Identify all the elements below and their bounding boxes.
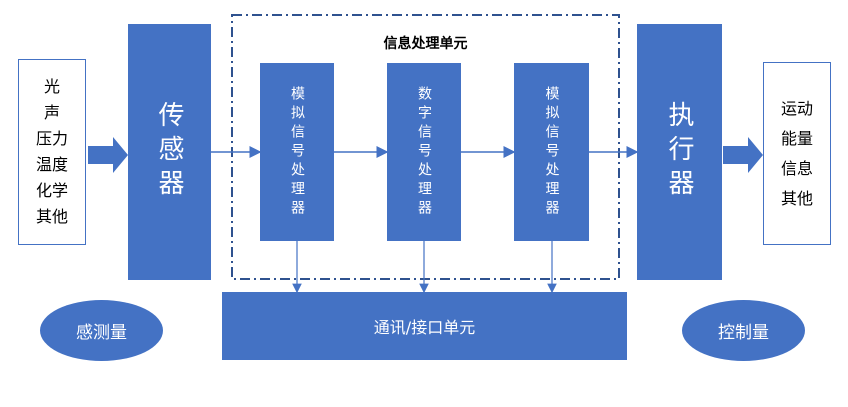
digital-processor: 数字信号处理器 <box>387 63 461 241</box>
info-unit-dashed-frame <box>231 14 620 280</box>
actuator-label: 执行器 <box>664 101 694 203</box>
sensed-quantity-label: 感测量 <box>76 323 127 343</box>
analog-processor-1: 模拟信号处理器 <box>260 63 334 241</box>
control-quantity-label: 控制量 <box>718 323 769 343</box>
actuator-block: 执行器 <box>637 24 722 280</box>
output-line-4: 其他 <box>780 188 813 208</box>
inputs-box: 光 声 压力 温度 化学 其他 <box>18 59 86 245</box>
input-arrow <box>88 137 128 173</box>
analog-processor-2: 模拟信号处理器 <box>514 63 589 241</box>
comm-interface-unit: 通讯/接口单元 <box>222 292 627 360</box>
input-line-2: 声 <box>43 103 60 122</box>
output-line-3: 信息 <box>780 158 813 178</box>
output-arrow <box>723 137 763 173</box>
input-line-4: 温度 <box>35 155 68 174</box>
processor-3-label: 模拟信号处理器 <box>543 85 560 219</box>
sensor-label: 传感器 <box>154 101 184 203</box>
sensed-quantity-ellipse: 感测量 <box>40 300 163 361</box>
input-line-5: 化学 <box>35 181 68 200</box>
processor-1-label: 模拟信号处理器 <box>289 85 305 219</box>
input-line-3: 压力 <box>35 129 68 148</box>
input-line-6: 其他 <box>35 207 68 226</box>
output-line-1: 运动 <box>780 98 813 118</box>
comm-unit-label: 通讯/接口单元 <box>373 318 476 337</box>
outputs-box: 运动 能量 信息 其他 <box>763 62 831 245</box>
output-line-2: 能量 <box>780 128 813 148</box>
info-unit-title: 信息处理单元 <box>383 36 468 52</box>
sensor-block: 传感器 <box>128 24 211 280</box>
control-quantity-ellipse: 控制量 <box>682 300 805 361</box>
processor-2-label: 数字信号处理器 <box>416 85 432 219</box>
input-line-1: 光 <box>43 77 60 96</box>
